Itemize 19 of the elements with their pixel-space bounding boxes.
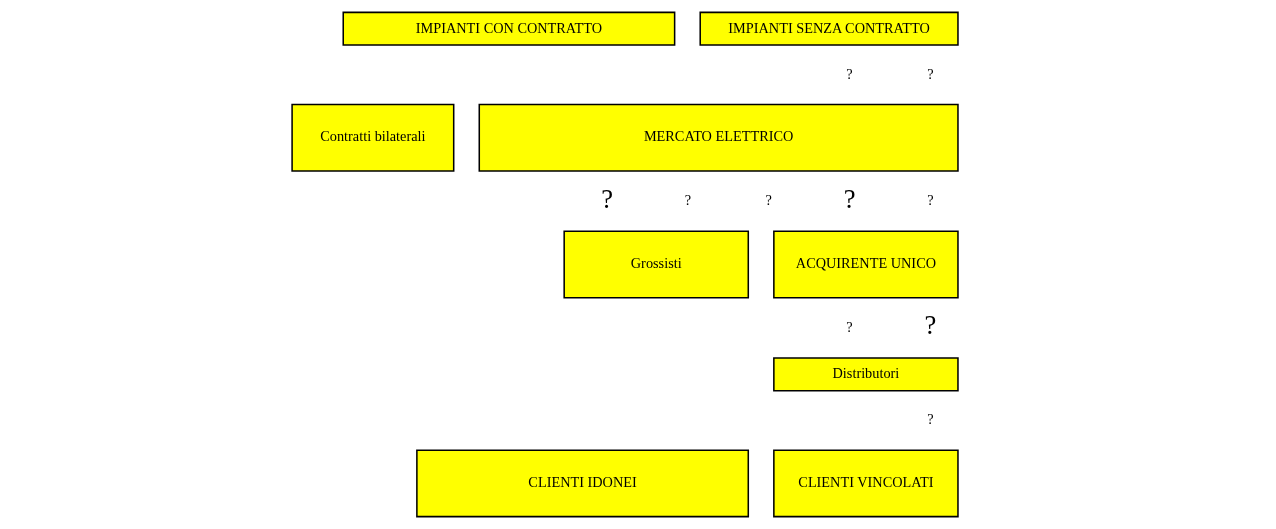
label: ? xyxy=(601,183,614,214)
label: ? xyxy=(843,183,856,214)
label: ? xyxy=(924,310,937,341)
node-box: MERCATO ELETTRICO xyxy=(478,103,959,172)
label: ? xyxy=(927,411,934,428)
node-box: Distributori xyxy=(773,357,959,392)
label: ? xyxy=(927,191,934,208)
node-box: Contratti bilaterali xyxy=(291,103,455,172)
node-box: IMPIANTI SENZA CONTRATTO xyxy=(699,11,959,46)
label: ? xyxy=(684,191,692,208)
node-box: CLIENTI IDONEI xyxy=(416,449,750,518)
label: ? xyxy=(927,65,934,82)
node-box: CLIENTI VINCOLATI xyxy=(773,449,959,518)
label: ? xyxy=(846,65,853,82)
label: ? xyxy=(765,191,772,208)
node-box: ACQUIRENTE UNICO xyxy=(773,230,959,299)
label: ? xyxy=(846,318,853,335)
node-box: IMPIANTI CON CONTRATTO xyxy=(342,11,676,46)
node-box: Grossisti xyxy=(563,230,750,299)
